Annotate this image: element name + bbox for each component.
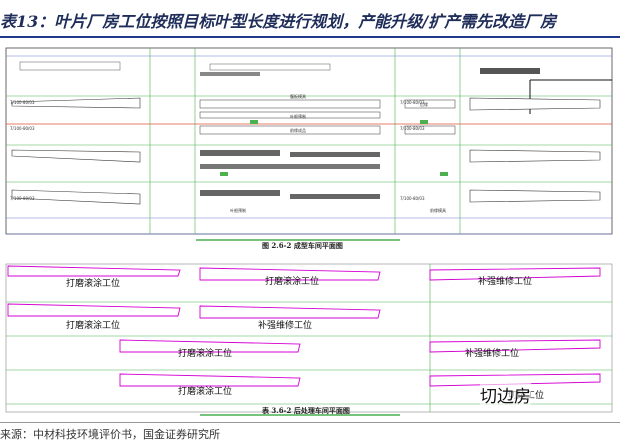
blade-outline [199, 305, 381, 319]
plan-code: 7/100-80/03 [400, 100, 425, 105]
station-label: 打磨滚涂工位 [265, 277, 320, 287]
blade-outline [199, 267, 381, 281]
equipment-block [199, 125, 381, 135]
room-label: 腹板模具 [290, 94, 306, 99]
blade-outline [119, 373, 301, 387]
equipment-block [404, 125, 456, 135]
blade-outline [7, 303, 181, 317]
marker [420, 120, 428, 124]
equipment-block [290, 194, 380, 199]
blade-outline [429, 373, 601, 387]
footer-rule [0, 422, 620, 423]
station-label: 打磨滚涂工位 [66, 279, 121, 289]
figure-caption-bottom: 表 3.6-2 后处理车间平面图 [262, 406, 350, 415]
room-label: 前缘模具 [430, 208, 446, 213]
equipment-block [404, 99, 456, 109]
title-rule [0, 36, 620, 38]
figure-caption-top: 图 2.6-2 成型车间平面图 [262, 241, 343, 250]
plan-drawings: 7/100-80/03 7/100-80/03 7/100-80/03 7/10… [0, 40, 620, 420]
equipment-block [199, 111, 381, 119]
station-label: 补强维修工位 [478, 277, 533, 287]
rail-block [200, 72, 260, 76]
blade-mold [469, 189, 601, 203]
room-label: 叶根预制 [290, 114, 306, 119]
station-label: 打磨滚涂工位 [178, 349, 233, 359]
plan-code: 7/100-80/03 [10, 196, 35, 201]
blade-outline [7, 265, 181, 277]
blade-outline [429, 339, 601, 353]
rail-block [209, 63, 331, 71]
room-label: 前缘成品 [290, 128, 306, 133]
room-label: 后缘 [420, 102, 428, 107]
marker [220, 172, 228, 176]
workshop-outline [5, 47, 613, 235]
station-label: 补强维修工位 [258, 321, 313, 331]
source-note: 来源：中材科技环境评价书，国金证券研究所 [0, 428, 220, 441]
title-bar: 表13：叶片厂房工位按照目标叶型长度进行规划，产能升级/扩产需先改造厂房 [0, 0, 620, 38]
marker [250, 120, 258, 124]
marker [440, 172, 448, 176]
room-label: 叶根预制 [230, 208, 246, 213]
equipment-block [290, 152, 380, 157]
blade-mold [11, 189, 141, 205]
blade-outline [119, 339, 301, 353]
equipment-block [199, 99, 381, 109]
station-label: 打磨滚涂工位 [178, 387, 233, 397]
page-title: 表13：叶片厂房工位按照目标叶型长度进行规划，产能升级/扩产需先改造厂房 [0, 12, 557, 31]
plan-code: 7/100-80/03 [400, 196, 425, 201]
plan-code: 7/100-80/03 [10, 100, 35, 105]
blade-mold [11, 149, 141, 163]
blade-outline [429, 267, 601, 281]
station-label: 打磨滚涂工位 [66, 321, 121, 331]
equipment-block [200, 190, 280, 196]
equipment-block [200, 150, 280, 156]
rail-block [480, 68, 540, 74]
plan-code: 7/100-80/03 [10, 126, 35, 131]
molding-workshop-plan [5, 47, 613, 241]
plan-code: 7/100-80/03 [400, 126, 425, 131]
blade-mold [469, 149, 601, 163]
cut-room-label: 切边房 [480, 382, 531, 407]
blade-mold [11, 97, 141, 109]
blade-mold [469, 97, 601, 111]
station-label: 补强维修工位 [465, 349, 520, 359]
equipment-block [200, 164, 380, 169]
rail-block [19, 61, 121, 71]
plan-svg [5, 47, 613, 416]
